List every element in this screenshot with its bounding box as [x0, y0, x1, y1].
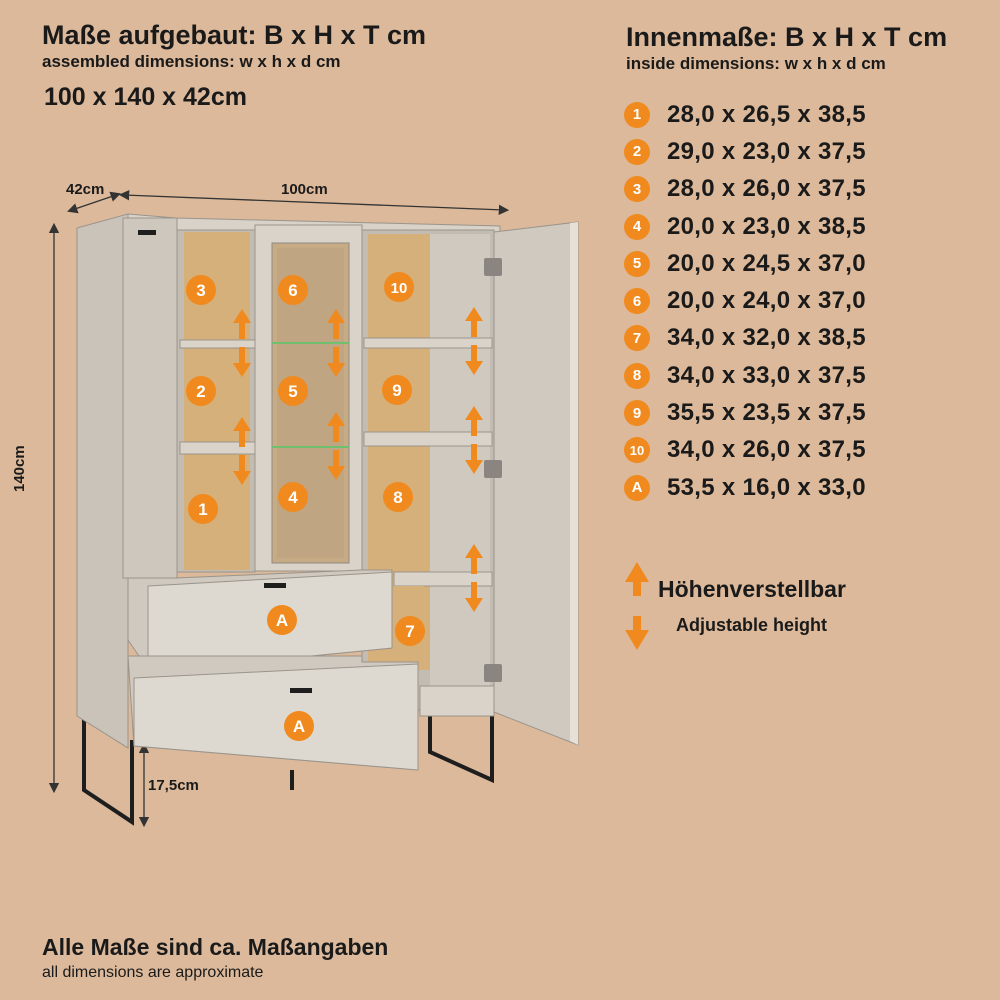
inside-title: Innenmaße: B x H x T cm	[626, 22, 948, 52]
compartment-marker: 4	[278, 482, 308, 512]
compartment-size: 28,0 x 26,5 x 38,5	[667, 100, 866, 128]
list-item: 5 20,0 x 24,5 x 37,0	[624, 245, 984, 282]
compartment-badge: 3	[624, 176, 650, 203]
compartment-badge: 7	[624, 325, 650, 352]
compartment-marker-label: 10	[391, 280, 408, 297]
assembled-dimensions: 100 x 140 x 42cm	[44, 83, 247, 111]
compartment-marker: 6	[278, 275, 308, 305]
compartment-marker-label: 4	[288, 488, 298, 507]
compartment-marker: 10	[384, 272, 414, 302]
compartment-marker: 2	[186, 376, 216, 406]
compartment-marker: A	[284, 711, 314, 741]
legend-label-en: Adjustable height	[676, 615, 828, 635]
compartment-badge: 5	[624, 250, 650, 277]
compartment-size: 29,0 x 23,0 x 37,5	[667, 137, 866, 165]
assembled-subtitle: assembled dimensions: w x h x d cm	[42, 52, 341, 71]
compartment-size: 28,0 x 26,0 x 37,5	[667, 175, 866, 203]
list-item: 10 34,0 x 26,0 x 37,5	[624, 432, 984, 469]
compartment-badge: 2	[624, 138, 650, 165]
list-item: 1 28,0 x 26,5 x 38,5	[624, 96, 984, 133]
depth-dimension-line	[67, 191, 121, 214]
list-item: 7 34,0 x 32,0 x 38,5	[624, 320, 984, 357]
assembled-title: Maße aufgebaut: B x H x T cm	[42, 20, 427, 50]
width-dimension-line	[118, 190, 510, 215]
hinge-icon	[484, 258, 502, 682]
compartment-badge: 9	[624, 400, 650, 427]
cabinet-side-panel	[76, 213, 129, 749]
compartment-size: 34,0 x 32,0 x 38,5	[667, 324, 866, 352]
depth-label: 42cm	[66, 181, 105, 198]
drawer-upper	[127, 569, 393, 673]
compartment-marker-label: 3	[196, 281, 205, 300]
compartment-badge: 8	[624, 362, 650, 389]
compartment-size: 34,0 x 26,0 x 37,5	[667, 436, 866, 464]
compartment-badge: 10	[624, 437, 650, 464]
compartment-marker-label: 8	[393, 488, 402, 507]
drawer-handle-icon	[290, 688, 312, 693]
footer-note: Alle Maße sind ca. Maßangaben	[42, 934, 389, 960]
footer-note-en: all dimensions are approximate	[42, 964, 264, 981]
compartment-marker-label: 5	[288, 382, 297, 401]
list-item: A 53,5 x 16,0 x 33,0	[624, 469, 984, 506]
compartment-marker-label: 2	[196, 382, 205, 401]
cabinet-illustration: 3 2 1 6 5 4 10 9 8 7 A A	[48, 190, 579, 828]
list-item: 4 20,0 x 23,0 x 38,5	[624, 208, 984, 245]
door-handle-icon	[138, 230, 156, 235]
compartment-badge: 6	[624, 288, 650, 315]
drawer-lower	[127, 655, 419, 771]
leg-height-label: 17,5cm	[148, 777, 199, 794]
compartment-marker-label: A	[293, 717, 305, 736]
compartment-size: 20,0 x 23,0 x 38,5	[667, 212, 866, 240]
list-item: 8 34,0 x 33,0 x 37,5	[624, 357, 984, 394]
left-door-panel	[122, 217, 178, 579]
adjustable-arrow-icon	[625, 562, 649, 650]
compartment-size: 20,0 x 24,5 x 37,0	[667, 249, 866, 277]
compartment-marker-label: 1	[198, 500, 207, 519]
right-door	[493, 221, 579, 746]
compartment-marker-label: 6	[288, 281, 297, 300]
list-item: 3 28,0 x 26,0 x 37,5	[624, 171, 984, 208]
list-item: 2 29,0 x 23,0 x 37,5	[624, 133, 984, 170]
compartment-marker: A	[267, 605, 297, 635]
compartment-marker: 1	[188, 494, 218, 524]
list-item: 6 20,0 x 24,0 x 37,0	[624, 282, 984, 319]
legend-label-de: Höhenverstellbar	[658, 576, 846, 602]
compartment-marker-label: 9	[392, 381, 401, 400]
compartment-size: 53,5 x 16,0 x 33,0	[667, 473, 866, 501]
compartment-marker: 9	[382, 375, 412, 405]
cabinet-legs	[82, 712, 494, 826]
compartment-marker: 3	[186, 275, 216, 305]
compartment-marker-label: 7	[405, 622, 414, 641]
compartment-marker: 5	[278, 376, 308, 406]
compartment-marker: 8	[383, 482, 413, 512]
compartment-size: 35,5 x 23,5 x 37,5	[667, 399, 866, 427]
compartment-badge: A	[624, 474, 650, 501]
compartment-badge: 1	[624, 101, 650, 128]
list-item: 9 35,5 x 23,5 x 37,5	[624, 394, 984, 431]
width-label: 100cm	[281, 181, 328, 198]
compartment-marker-label: A	[276, 611, 288, 630]
drawer-handle-icon	[264, 583, 286, 588]
height-label: 140cm	[11, 445, 28, 492]
inside-subtitle: inside dimensions: w x h x d cm	[626, 54, 886, 73]
compartment-badge: 4	[624, 213, 650, 240]
compartment-marker: 7	[395, 616, 425, 646]
compartment-size: 34,0 x 33,0 x 37,5	[667, 361, 866, 389]
compartment-size: 20,0 x 24,0 x 37,0	[667, 287, 866, 315]
